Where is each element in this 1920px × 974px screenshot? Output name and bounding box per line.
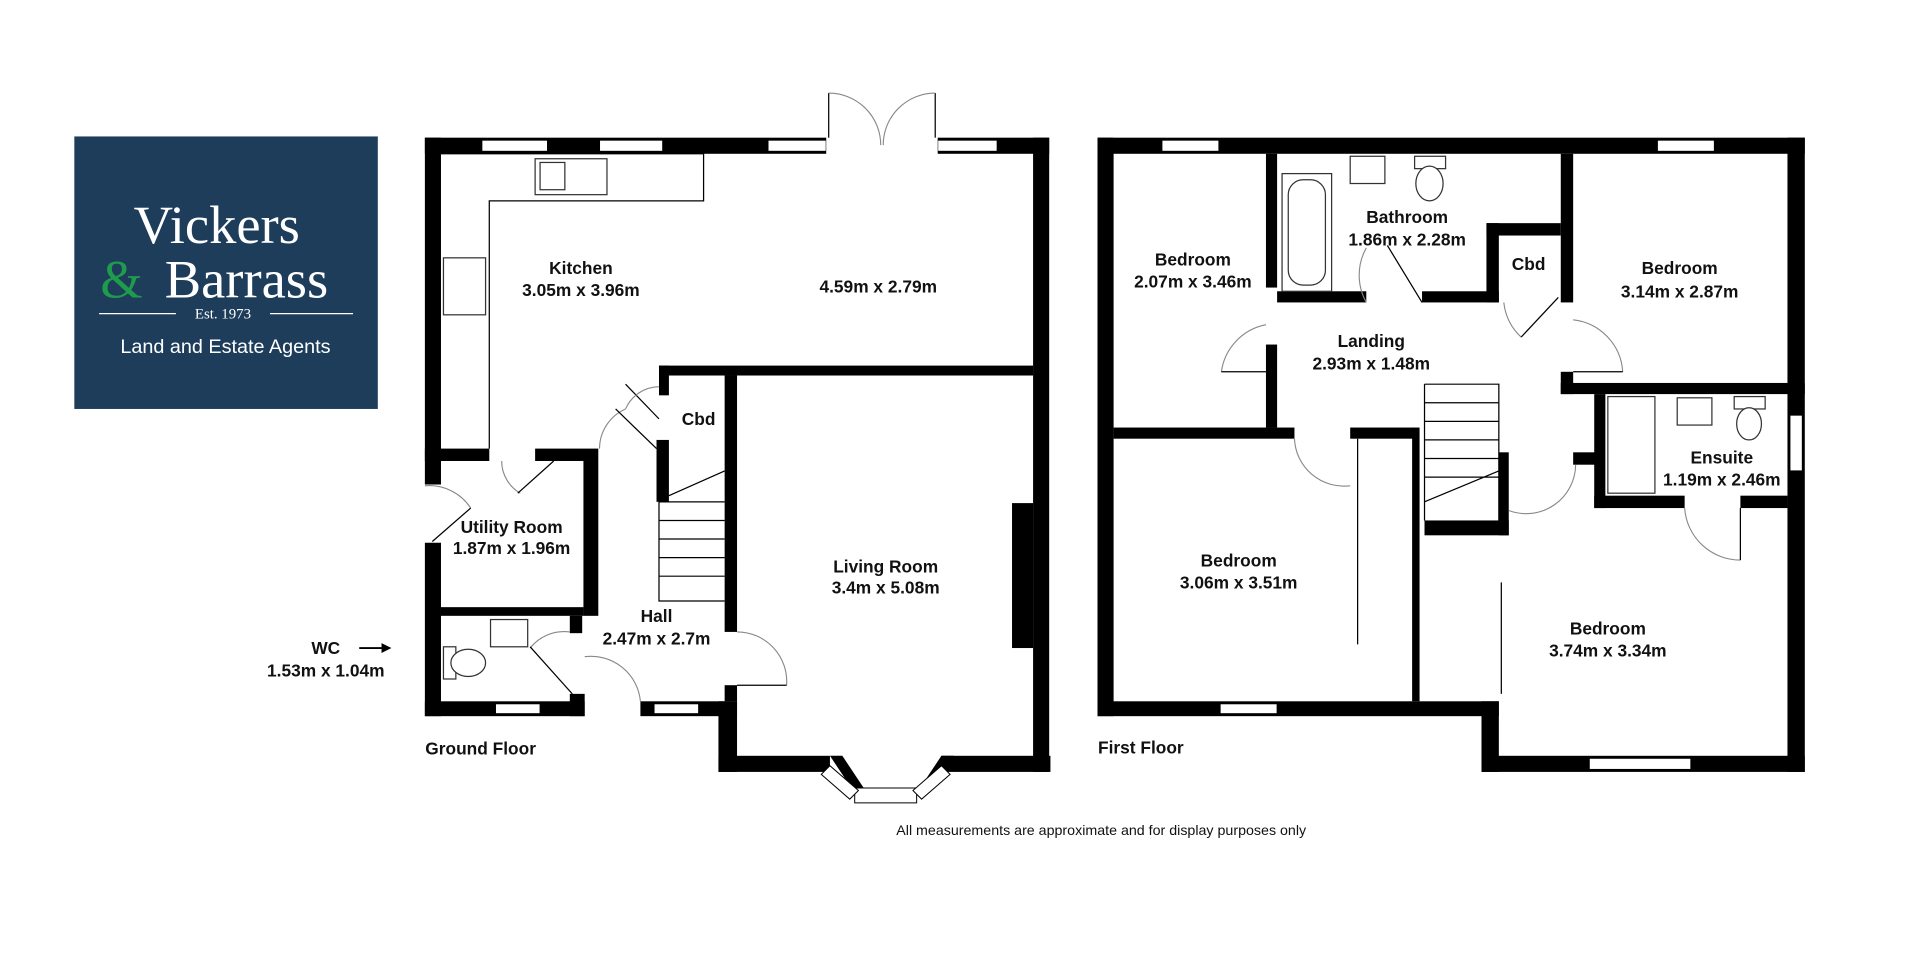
- room-size-bathroom: 1.86m x 2.28m: [1348, 229, 1466, 249]
- room-size-ensuite: 1.19m x 2.46m: [1663, 470, 1781, 490]
- room-size-bedroom-4: 3.74m x 3.34m: [1549, 641, 1667, 661]
- room-name-bathroom: Bathroom: [1366, 207, 1448, 227]
- room-name-bedroom-4: Bedroom: [1570, 618, 1646, 638]
- first-floor-walls: [1097, 137, 1805, 772]
- room-size-hall: 2.47m x 2.7m: [603, 628, 711, 648]
- room-size-bedroom-1: 2.07m x 3.46m: [1134, 272, 1252, 292]
- room-name-cbd-first: Cbd: [1512, 254, 1546, 274]
- room-size-bedroom-2: 3.14m x 2.87m: [1621, 281, 1739, 301]
- ground-floor-labels: Kitchen 3.05m x 3.96m 4.59m x 2.79m Cbd …: [267, 258, 940, 759]
- logo-established: Est. 1973: [195, 307, 251, 323]
- logo-line1: Vickers: [134, 194, 300, 255]
- logo-line2: Barrass: [165, 248, 328, 309]
- room-size-bedroom-3: 3.06m x 3.51m: [1180, 573, 1298, 593]
- logo-ampersand: &: [100, 248, 142, 309]
- room-name-utility: Utility Room: [461, 517, 563, 537]
- disclaimer: All measurements are approximate and for…: [896, 823, 1307, 839]
- room-name-ensuite: Ensuite: [1691, 447, 1754, 467]
- ground-floor-title: Ground Floor: [425, 739, 536, 759]
- room-name-living: Living Room: [833, 556, 938, 576]
- arrow-right-icon: [359, 643, 392, 653]
- room-name-cbd: Cbd: [682, 409, 716, 429]
- ground-floor-walls: [424, 92, 1051, 804]
- first-floor-title: First Floor: [1098, 737, 1184, 757]
- room-size-wc: 1.53m x 1.04m: [267, 661, 385, 681]
- room-size-utility: 1.87m x 1.96m: [453, 538, 571, 558]
- room-name-wc: WC: [311, 638, 340, 658]
- room-size-landing: 2.93m x 1.48m: [1312, 353, 1430, 373]
- first-floor-labels: Bedroom 2.07m x 3.46m Bathroom 1.86m x 2…: [1098, 207, 1781, 757]
- agent-logo: Vickers & Barrass Est. 1973 Land and Est…: [74, 136, 378, 409]
- room-name-hall: Hall: [641, 606, 673, 626]
- logo-tagline: Land and Estate Agents: [120, 336, 330, 358]
- room-size-kitchen: 3.05m x 3.96m: [522, 280, 640, 300]
- room-name-bedroom-2: Bedroom: [1642, 258, 1718, 278]
- room-name-bedroom-3: Bedroom: [1201, 550, 1277, 570]
- room-size-dining: 4.59m x 2.79m: [819, 277, 937, 297]
- room-name-bedroom-1: Bedroom: [1155, 249, 1231, 269]
- room-size-living: 3.4m x 5.08m: [832, 578, 940, 598]
- room-name-landing: Landing: [1338, 331, 1405, 351]
- room-name-kitchen: Kitchen: [549, 258, 613, 278]
